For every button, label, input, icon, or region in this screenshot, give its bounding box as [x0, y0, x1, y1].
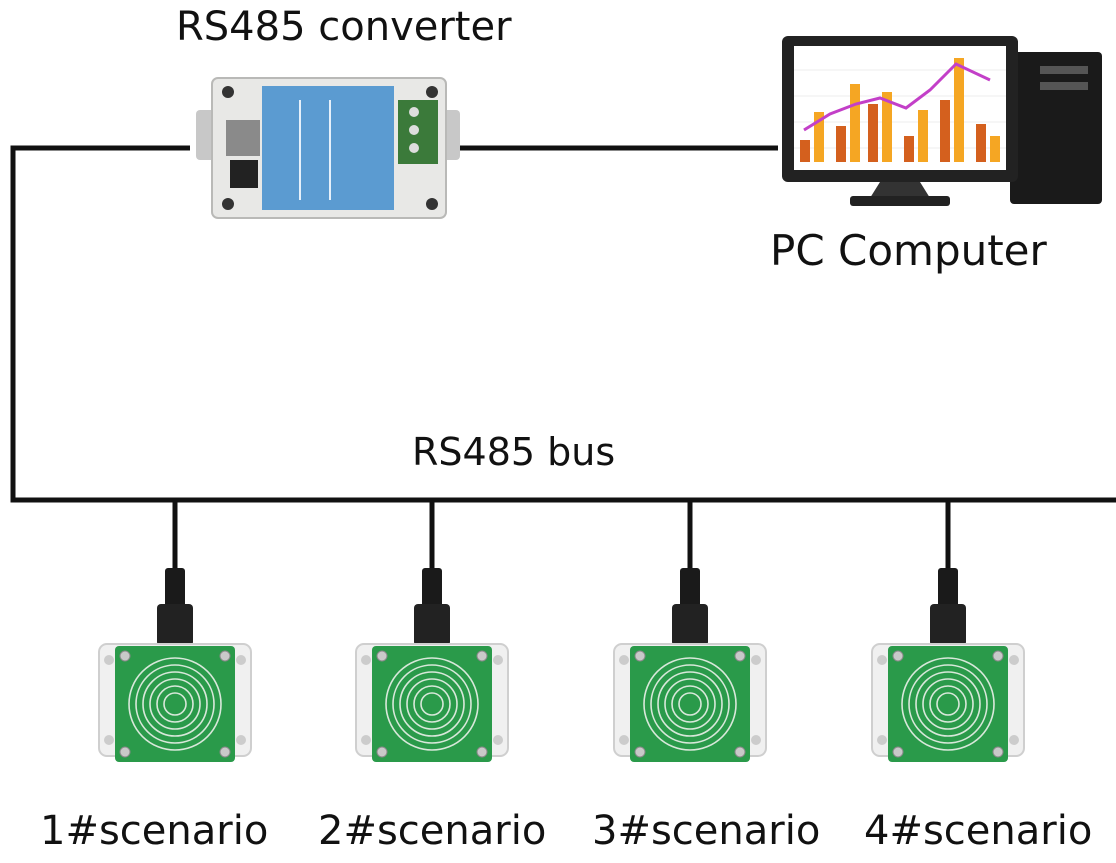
scenario-label-3: 3#scenario — [592, 808, 821, 854]
rs485-converter-device — [196, 77, 460, 219]
sensor-pcb-3 — [630, 646, 750, 762]
scenario-label-4: 4#scenario — [864, 808, 1093, 854]
screen-bars — [800, 58, 1000, 162]
bus-wiring — [10, 145, 1116, 585]
sensor-device-3 — [613, 568, 767, 762]
sensors-group — [98, 568, 1025, 762]
pc-screen — [794, 46, 1006, 170]
pc-label: PC Computer — [770, 226, 1047, 275]
converter-label-panel — [262, 86, 394, 210]
sensor-pcb-1 — [115, 646, 235, 762]
sensor-pcb-2 — [372, 646, 492, 762]
sensor-pcb-4 — [888, 646, 1008, 762]
pc-tower — [1010, 52, 1102, 204]
pc-computer-icon — [782, 36, 1102, 206]
sensor-device-1 — [98, 568, 252, 762]
scenario-label-2: 2#scenario — [318, 808, 547, 854]
sensor-device-4 — [871, 568, 1025, 762]
converter-to-bus-wire — [10, 145, 1116, 503]
screen-trend-line — [803, 62, 991, 132]
sensor-device-2 — [355, 568, 509, 762]
scenario-label-1: 1#scenario — [40, 808, 269, 854]
bus-label: RS485 bus — [412, 430, 616, 474]
converter-label: RS485 converter — [176, 4, 512, 50]
